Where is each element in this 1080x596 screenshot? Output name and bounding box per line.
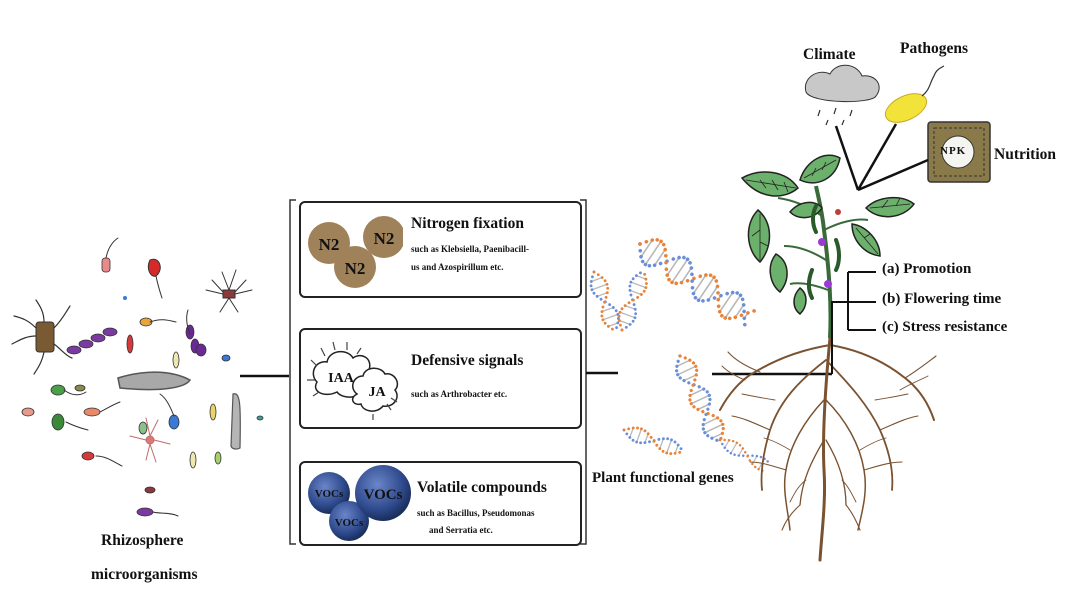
dna-helix	[638, 238, 756, 327]
plant-stem	[814, 185, 833, 339]
dna-helices	[589, 238, 769, 472]
cloud-icon	[804, 64, 880, 126]
outcome-stress-resistance: (c) Stress resistance	[882, 319, 1008, 335]
climate-label: Climate	[803, 46, 856, 63]
outcome-promotion: (a) Promotion	[882, 261, 972, 277]
mechanism-desc-line2: us and Azospirillum etc.	[411, 262, 504, 272]
pathogens-label: Pathogens	[900, 40, 969, 57]
plant	[719, 154, 937, 562]
n2-molecules-icon: N2 N2 N2	[308, 216, 403, 288]
flagellated-bacterium	[11, 299, 73, 375]
mechanism-box-nitrogen-fixation: N2 N2 N2 Nitrogen fixation such as Klebs…	[299, 201, 582, 298]
dna-helix	[675, 354, 725, 442]
n2-label-1: N2	[319, 235, 340, 254]
mechanism-box-volatile-compounds: VOCs VOCs VOCs Volatile compounds such a…	[299, 461, 582, 546]
mechanism-title: Nitrogen fixation	[411, 215, 524, 232]
mechanism-desc-line1: such as Arthrobacter etc.	[411, 389, 508, 399]
mechanism-desc-line1: such as Bacillus, Pseudomonas	[417, 508, 535, 518]
outcome-flowering-time: (b) Flowering time	[882, 291, 1002, 307]
left-bracket	[289, 199, 296, 545]
mechanism-title: Volatile compounds	[417, 479, 547, 496]
voc-spheres-icon: VOCs VOCs VOCs	[308, 465, 411, 541]
mechanism-desc-line1: such as Klebsiella, Paenibacill-	[411, 244, 530, 254]
rhizosphere-label-line2: microorganisms	[91, 566, 198, 583]
factor-connector-lines	[834, 123, 929, 192]
mechanism-title: Defensive signals	[411, 352, 524, 369]
mechanism-box-defensive-signals: IAA JA Defensive signals such as Arthrob…	[299, 328, 582, 429]
dna-helix	[622, 426, 683, 456]
dna-helix	[589, 270, 620, 331]
mechanism-desc-line2: and Serratia etc.	[429, 525, 493, 535]
iaa-label: IAA	[328, 371, 355, 386]
nutrition-label: Nutrition	[994, 146, 1056, 163]
spiky-bacterium	[205, 269, 253, 313]
signal-clouds-icon: IAA JA	[307, 341, 399, 420]
pathogen-icon	[884, 65, 945, 123]
dna-helix	[718, 438, 769, 472]
npk-label: NPK	[940, 145, 967, 157]
spiky-bacterium-small	[129, 417, 171, 463]
purple-chain-bacterium	[66, 327, 118, 355]
outcome-connector	[831, 271, 876, 374]
pink-bacterium	[101, 257, 111, 273]
microorganism-cluster	[11, 237, 264, 517]
rod-bacterium	[117, 371, 192, 391]
voc-label-1: VOCs	[315, 488, 344, 500]
voc-label-2: VOCs	[335, 517, 364, 529]
green-bacterium	[50, 384, 66, 396]
rhizosphere-label-line1: Rhizosphere	[101, 532, 184, 549]
voc-label-3: VOCs	[364, 487, 403, 503]
plant-roots	[719, 336, 937, 562]
npk-bag-icon	[927, 121, 991, 183]
genes-label: Plant functional genes	[592, 470, 734, 486]
n2-label-3: N2	[345, 259, 366, 278]
purple-coccus	[185, 324, 207, 357]
ja-label: JA	[368, 385, 386, 400]
red-bacterium	[147, 258, 163, 299]
dna-helix	[617, 271, 648, 332]
rod-bacterium-vertical	[230, 393, 241, 450]
n2-label-2: N2	[374, 229, 395, 248]
